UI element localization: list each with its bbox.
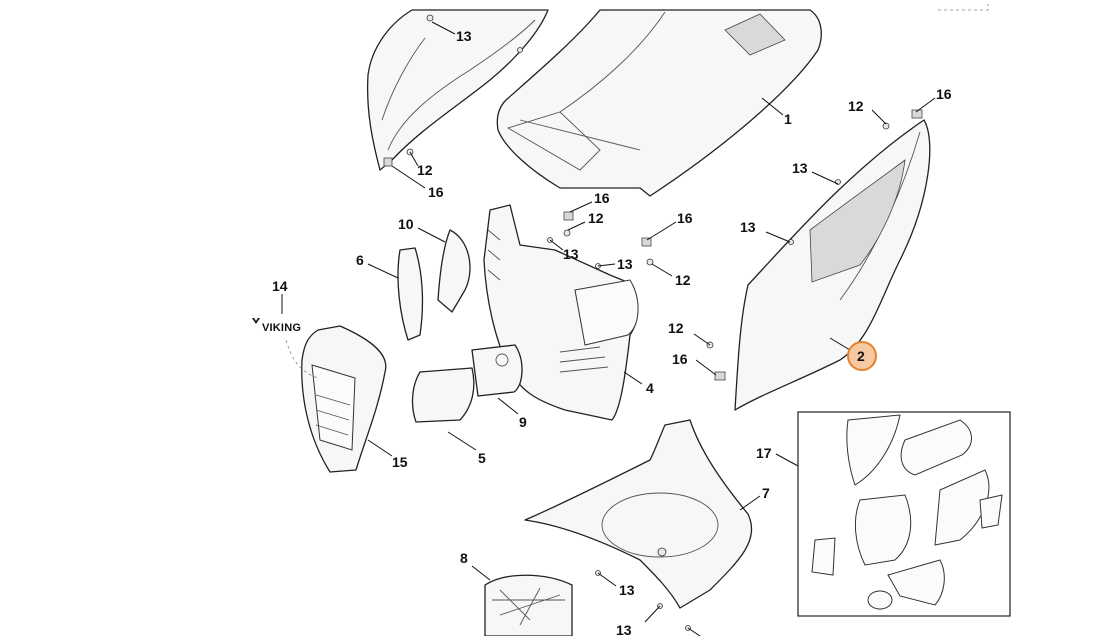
callout-12[interactable]: 12 bbox=[675, 272, 691, 288]
callout-13[interactable]: 13 bbox=[792, 160, 808, 176]
callout-labels: 13 12 16 1 12 16 13 13 16 12 13 13 16 12… bbox=[272, 28, 952, 636]
callout-16[interactable]: 16 bbox=[677, 210, 693, 226]
callout-1[interactable]: 1 bbox=[784, 111, 792, 127]
part-7-base[interactable] bbox=[524, 419, 753, 609]
callout-13[interactable]: 13 bbox=[456, 28, 472, 44]
callout-7[interactable]: 7 bbox=[762, 485, 770, 501]
part-17-kit-inset[interactable] bbox=[797, 411, 1011, 617]
callout-13[interactable]: 13 bbox=[617, 256, 633, 272]
callout-12[interactable]: 12 bbox=[588, 210, 604, 226]
callout-4[interactable]: 4 bbox=[646, 380, 654, 396]
callout-15[interactable]: 15 bbox=[392, 454, 408, 470]
callout-9[interactable]: 9 bbox=[519, 414, 527, 430]
callout-13[interactable]: 13 bbox=[563, 246, 579, 262]
part-6-cover[interactable] bbox=[397, 247, 424, 341]
callout-17[interactable]: 17 bbox=[756, 445, 772, 461]
callout-14[interactable]: 14 bbox=[272, 278, 288, 294]
callout-13[interactable]: 13 bbox=[619, 582, 635, 598]
viking-logo-text: VIKING bbox=[262, 322, 301, 334]
logo-dashed-link bbox=[285, 339, 319, 379]
part-8-duct[interactable] bbox=[484, 574, 573, 636]
callout-6[interactable]: 6 bbox=[356, 252, 364, 268]
callout-13[interactable]: 13 bbox=[740, 219, 756, 235]
part-5-lens[interactable] bbox=[411, 367, 475, 423]
part-hood[interactable] bbox=[496, 9, 822, 197]
viking-logo: VIKING bbox=[252, 318, 301, 334]
callout-16[interactable]: 16 bbox=[672, 351, 688, 367]
callout-16[interactable]: 16 bbox=[428, 184, 444, 200]
part-front-grille[interactable] bbox=[301, 325, 387, 473]
callout-8[interactable]: 8 bbox=[460, 550, 468, 566]
callout-12[interactable]: 12 bbox=[668, 320, 684, 336]
callout-16[interactable]: 16 bbox=[936, 86, 952, 102]
callout-12[interactable]: 12 bbox=[417, 162, 433, 178]
callout-16[interactable]: 16 bbox=[594, 190, 610, 206]
part-left-fender[interactable] bbox=[366, 9, 549, 171]
highlight-circle-2 bbox=[847, 341, 877, 371]
callout-2[interactable]: 2 bbox=[857, 348, 865, 364]
leader-lines bbox=[281, 21, 936, 636]
top-right-fragment bbox=[938, 4, 989, 11]
part-9-headlight[interactable] bbox=[471, 344, 523, 397]
callout-5[interactable]: 5 bbox=[478, 450, 486, 466]
part-10-lens[interactable] bbox=[437, 229, 471, 313]
callout-13[interactable]: 13 bbox=[616, 622, 632, 636]
part-right-panel[interactable] bbox=[714, 109, 931, 411]
callout-12[interactable]: 12 bbox=[848, 98, 864, 114]
callout-10[interactable]: 10 bbox=[398, 216, 414, 232]
